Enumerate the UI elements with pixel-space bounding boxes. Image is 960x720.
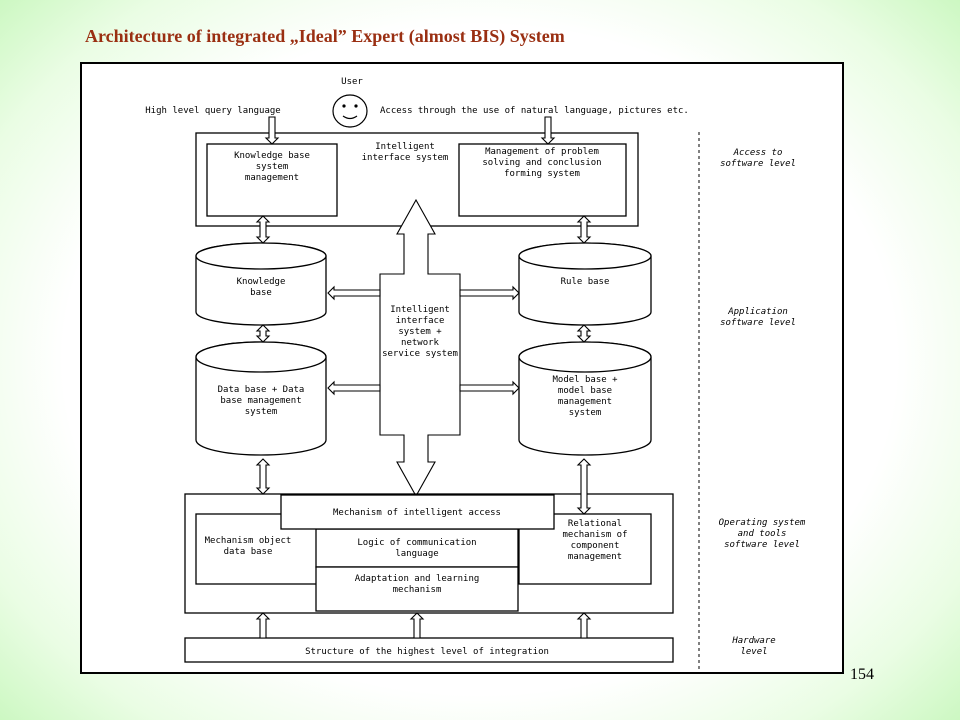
arrow-center-to-knowledge-base	[327, 285, 381, 301]
kb-management-box	[206, 143, 338, 217]
arrow-integration-to-os-center	[409, 612, 425, 639]
arrow-center-to-database	[327, 380, 381, 396]
slide-title: Architecture of integrated „Ideal” Exper…	[85, 26, 565, 46]
arrow-database-to-os-block	[255, 458, 271, 495]
arrow-rule-base-to-model-base	[576, 324, 592, 343]
arrow-knowledge-base-to-database	[255, 324, 271, 343]
user-label: User	[341, 77, 363, 87]
intelligent-access-box	[280, 494, 555, 530]
diagram-frame: User High level query language Access th…	[80, 62, 844, 674]
integration-box	[184, 637, 674, 663]
problem-solving-box	[458, 143, 627, 217]
arrow-model-base-to-relational	[576, 458, 592, 515]
adaptation-box	[315, 566, 519, 612]
arrow-access-to-problem-solving	[540, 116, 556, 145]
arrow-problem-solving-to-rule-base	[576, 215, 592, 244]
user-smiley-icon	[332, 94, 368, 128]
database-cylinder	[195, 341, 327, 456]
intelligent-access-label: Mechanism of intelligent access	[333, 508, 501, 518]
communication-logic-box	[315, 528, 519, 568]
arrow-integration-to-os-right	[576, 612, 592, 639]
arrow-center-to-rule-base	[459, 285, 520, 301]
knowledge-base-cylinder	[195, 242, 327, 326]
page-number: 154	[850, 666, 874, 683]
rule-base-label: Rule base	[561, 277, 610, 287]
connector-arrows	[255, 116, 592, 639]
integration-label: Structure of the highest level of integr…	[305, 647, 549, 657]
natural-language-access-label: Access through the use of natural langua…	[380, 106, 689, 116]
arrow-integration-to-os-left	[255, 612, 271, 639]
arrow-center-to-model-base	[459, 380, 520, 396]
architecture-diagram: User High level query language Access th…	[145, 77, 806, 672]
arrow-query-to-kb-management	[264, 116, 280, 145]
rule-base-cylinder	[518, 242, 652, 326]
arrow-kb-management-to-knowledge-base	[255, 215, 271, 244]
model-base-cylinder	[518, 341, 652, 456]
high-level-query-label: High level query language	[145, 106, 280, 116]
central-interface-arrow	[379, 198, 461, 498]
